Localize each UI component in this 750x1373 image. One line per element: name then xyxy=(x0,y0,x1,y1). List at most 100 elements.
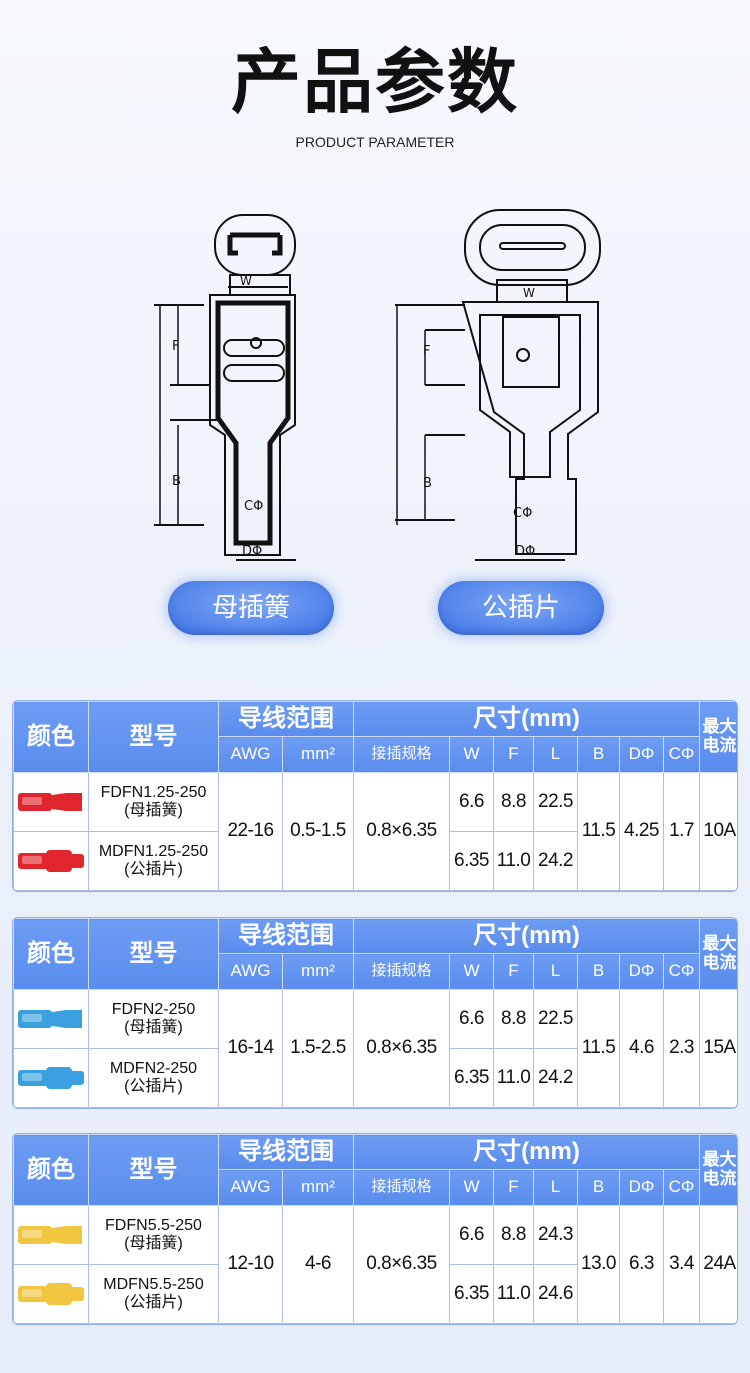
model-name: FDFN5.5-250 xyxy=(105,1217,202,1235)
model-type: (母插簧) xyxy=(124,1235,183,1252)
b-cell: 11.5 xyxy=(577,989,620,1108)
l-cell: 24.2 xyxy=(533,1048,578,1108)
header-w: W xyxy=(449,736,494,773)
dim-b-label: B xyxy=(172,474,181,489)
w-cell: 6.35 xyxy=(449,1048,494,1108)
max-current-cell: 10A xyxy=(699,772,737,891)
page-title: 产品参数 xyxy=(231,41,519,123)
female-terminal-photo xyxy=(18,1226,82,1244)
model-type: (公插片) xyxy=(124,861,183,878)
l-cell: 24.3 xyxy=(533,1205,578,1265)
header-mm2: mm² xyxy=(282,953,354,990)
color-swatch-cell xyxy=(13,1205,89,1265)
w-cell: 6.6 xyxy=(449,772,494,832)
d-cell: 4.6 xyxy=(619,989,664,1108)
header-max-current: 最大电流 xyxy=(699,701,737,773)
header-b: B xyxy=(577,953,620,990)
header-c: CΦ xyxy=(662,736,701,773)
max-current-cell: 24A xyxy=(699,1205,737,1324)
color-swatch-cell xyxy=(13,989,89,1049)
header-size: 尺寸(mm) xyxy=(352,918,701,954)
model-name: FDFN2-250 xyxy=(111,1001,196,1019)
header-size: 尺寸(mm) xyxy=(352,1134,701,1170)
w-cell: 6.35 xyxy=(449,831,494,891)
w-cell: 6.35 xyxy=(449,1264,494,1324)
male-terminal-photo xyxy=(18,1067,84,1089)
model-type: (公插片) xyxy=(124,1078,183,1095)
model-name: MDFN1.25-250 xyxy=(98,843,209,861)
dim-f-label: F xyxy=(423,344,430,359)
female-terminal-label: 母插簧 xyxy=(168,581,334,635)
model-cell: MDFN5.5-250(公插片) xyxy=(88,1264,219,1324)
color-swatch-cell xyxy=(13,1048,89,1108)
female-terminal-diagram: W F B CΦ DΦ xyxy=(154,214,296,561)
f-cell: 8.8 xyxy=(493,989,534,1049)
dim-c-label: CΦ xyxy=(244,499,263,514)
female-terminal-photo xyxy=(18,1010,82,1028)
model-cell: MDFN2-250(公插片) xyxy=(88,1048,219,1108)
header-c: CΦ xyxy=(662,953,701,990)
header-model: 型号 xyxy=(88,701,219,773)
color-swatch-cell xyxy=(13,831,89,891)
model-cell: MDFN1.25-250(公插片) xyxy=(88,831,219,891)
l-cell: 22.5 xyxy=(533,772,578,832)
model-type: (公插片) xyxy=(124,1294,183,1311)
awg-cell: 16-14 xyxy=(218,989,283,1108)
f-cell: 11.0 xyxy=(493,1048,534,1108)
c-cell: 1.7 xyxy=(662,772,701,891)
header-model: 型号 xyxy=(88,918,219,990)
l-cell: 24.2 xyxy=(533,831,578,891)
mm2-cell: 4-6 xyxy=(282,1205,354,1324)
header-c: CΦ xyxy=(662,1169,701,1206)
d-cell: 6.3 xyxy=(619,1205,664,1324)
model-type: (母插簧) xyxy=(124,802,183,819)
header-color: 颜色 xyxy=(13,918,89,990)
header-mm2: mm² xyxy=(282,736,354,773)
female-terminal-photo xyxy=(18,793,82,811)
header-w: W xyxy=(449,1169,494,1206)
model-name: MDFN2-250 xyxy=(109,1060,198,1078)
header-f: F xyxy=(493,1169,534,1206)
header-wire-range: 导线范围 xyxy=(218,701,354,737)
header-max-current: 最大电流 xyxy=(699,1134,737,1206)
header-awg: AWG xyxy=(218,953,283,990)
model-cell: FDFN5.5-250(母插簧) xyxy=(88,1205,219,1265)
dim-c-label: CΦ xyxy=(513,506,532,521)
dim-w-label: W xyxy=(523,286,535,300)
header-awg: AWG xyxy=(218,736,283,773)
header-size: 尺寸(mm) xyxy=(352,701,701,737)
header-plug-spec: 接插规格 xyxy=(353,736,450,773)
male-terminal-label: 公插片 xyxy=(438,581,604,635)
header-w: W xyxy=(449,953,494,990)
mm2-cell: 1.5-2.5 xyxy=(282,989,354,1108)
model-cell: FDFN2-250(母插簧) xyxy=(88,989,219,1049)
header-f: F xyxy=(493,953,534,990)
l-cell: 22.5 xyxy=(533,989,578,1049)
color-swatch-cell xyxy=(13,772,89,832)
header-b: B xyxy=(577,736,620,773)
header-l: L xyxy=(533,1169,578,1206)
f-cell: 8.8 xyxy=(493,772,534,832)
mm2-cell: 0.5-1.5 xyxy=(282,772,354,891)
model-cell: FDFN1.25-250(母插簧) xyxy=(88,772,219,832)
model-name: FDFN1.25-250 xyxy=(100,784,207,802)
page-subtitle: PRODUCT PARAMETER xyxy=(295,134,455,150)
dim-d-label: DΦ xyxy=(242,544,262,559)
awg-cell: 12-10 xyxy=(218,1205,283,1324)
dim-f-label: F xyxy=(172,339,179,354)
c-cell: 2.3 xyxy=(662,989,701,1108)
b-cell: 11.5 xyxy=(577,772,620,891)
header-f: F xyxy=(493,736,534,773)
header-d: DΦ xyxy=(619,1169,664,1206)
w-cell: 6.6 xyxy=(449,1205,494,1265)
dim-b-label: B xyxy=(423,476,432,491)
f-cell: 11.0 xyxy=(493,831,534,891)
f-cell: 11.0 xyxy=(493,1264,534,1324)
l-cell: 24.6 xyxy=(533,1264,578,1324)
male-terminal-photo xyxy=(18,850,84,872)
